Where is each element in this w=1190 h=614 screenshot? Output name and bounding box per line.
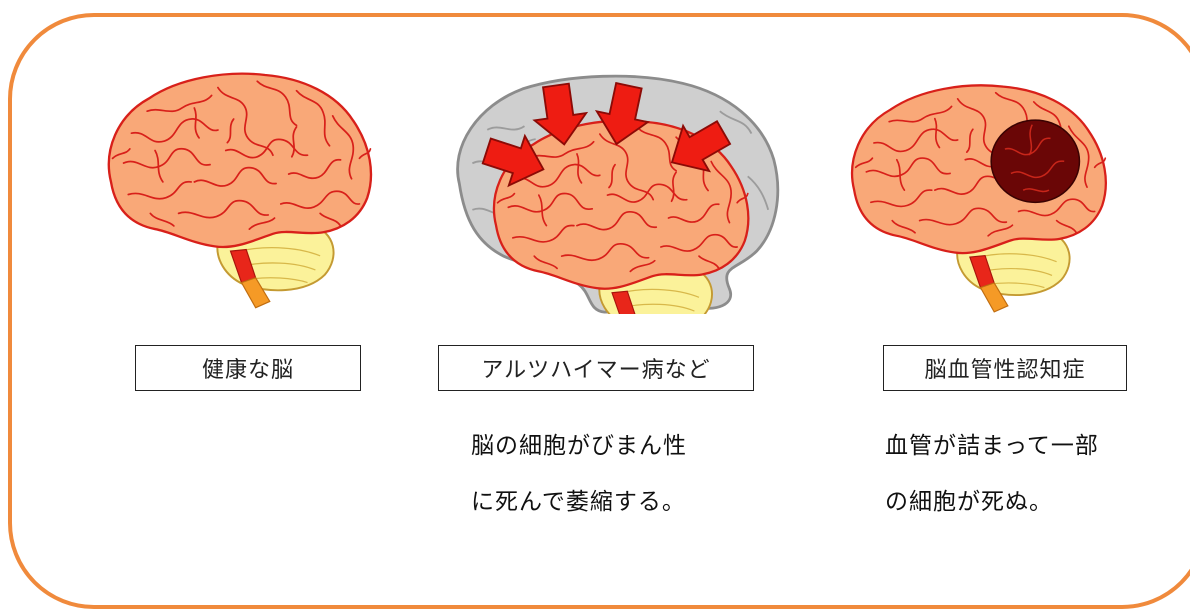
caption-alzheimer-line2: に死んで萎縮する。 <box>471 489 686 515</box>
label-vascular-dementia: 脳血管性認知症 <box>883 345 1127 391</box>
vascular-brain-illustration <box>850 84 1107 313</box>
infarct-lesion <box>990 119 1081 204</box>
caption-alzheimer-line1: 脳の細胞がびまん性 <box>471 433 687 459</box>
label-healthy-brain: 健康な脳 <box>135 345 361 391</box>
alzheimer-brain-illustration <box>456 74 780 314</box>
rounded-frame <box>8 13 1190 609</box>
caption-vascular-line2: の細胞が死ぬ。 <box>885 489 1053 515</box>
label-alzheimer: アルツハイマー病など <box>438 345 754 391</box>
healthy-brain-illustration <box>107 72 373 309</box>
caption-vascular-line1: 血管が詰まって一部 <box>885 433 1099 459</box>
